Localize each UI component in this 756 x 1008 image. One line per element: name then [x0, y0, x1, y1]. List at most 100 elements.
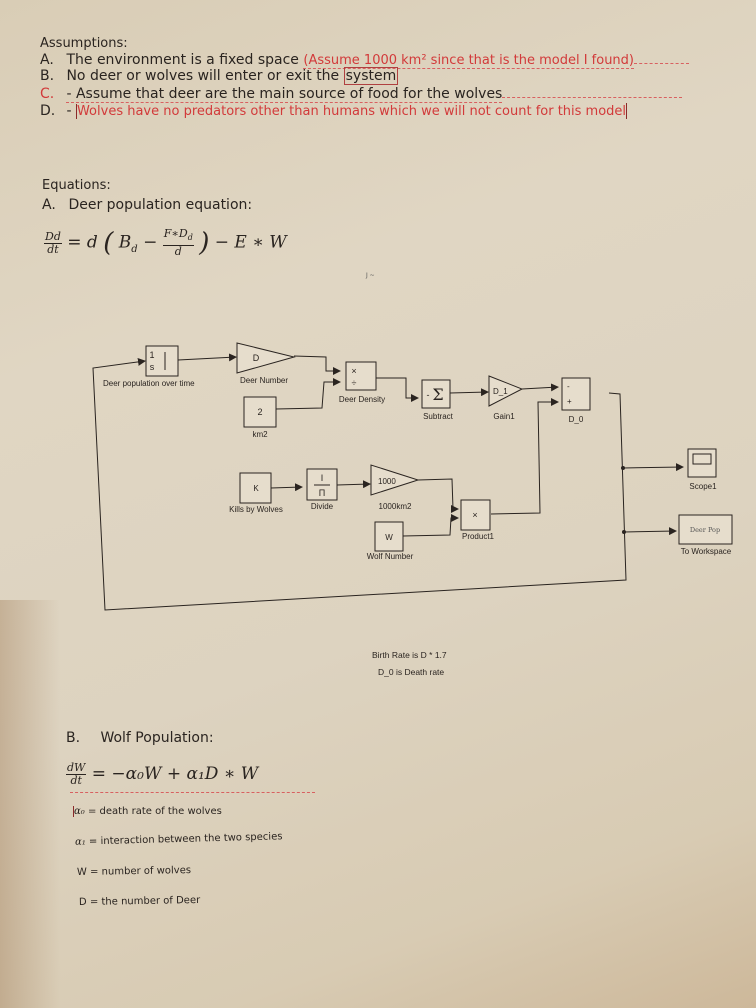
subtract-block[interactable] [421, 379, 451, 409]
assumption-b: B. No deer or wolves will enter or exit … [40, 67, 399, 85]
scope1-label: Scope1 [689, 482, 717, 491]
assumption-c: C. - Assume that deer are the main sourc… [40, 86, 683, 103]
wire [293, 355, 341, 375]
equation-label: A. [42, 197, 56, 213]
gain1-block[interactable] [488, 375, 524, 407]
feedback-wire [92, 357, 627, 611]
definition-symbol: D [78, 896, 87, 909]
wire [449, 388, 489, 397]
deer-equation-title: A. Deer population equation: [42, 197, 252, 213]
numerator: Dd [44, 229, 62, 244]
integrator-block[interactable] [145, 345, 179, 377]
kills-label: Kills by Wolves [229, 505, 283, 514]
simulink-diagram: 1 s D 2 × ÷ - Σ D_1 - + K I Π 1000 × W D… [92, 342, 733, 611]
definition-alpha1: α₁ = interaction between the two species [75, 831, 283, 847]
integrator-den: s [150, 362, 155, 372]
deer-density-in2: ÷ [352, 378, 357, 388]
b-sub: d [131, 243, 138, 255]
wolf-number-block[interactable] [374, 521, 404, 552]
d0-in1: - [567, 382, 570, 391]
deer-number-label: Deer Number [240, 376, 288, 385]
definition-alpha0: α₀ = death rate of the wolves [73, 806, 222, 817]
minus: − [143, 232, 158, 253]
to-workspace-text: Deer Pop [690, 526, 720, 534]
divide-den: Π [319, 488, 326, 498]
numerator: dW [66, 761, 87, 775]
divide-label: Divide [311, 502, 334, 511]
branch-point [622, 530, 626, 534]
denominator: d [174, 244, 182, 258]
assumption-text: Wolves have no predators other than huma… [75, 104, 627, 119]
paren-open: ( [103, 228, 114, 258]
deer-density-in1: × [351, 366, 356, 376]
to-workspace-block[interactable] [678, 514, 733, 545]
deer-density-block[interactable] [345, 361, 377, 391]
definition-text: = interaction between the two species [88, 831, 283, 848]
branch-point [621, 466, 625, 470]
death-rate-note: D_0 is Death rate [378, 667, 445, 677]
d0-label: D_0 [569, 415, 584, 424]
wolf-equation-title: B. Wolf Population: [66, 730, 214, 746]
scope1-block[interactable] [687, 448, 717, 478]
kills-constant-block[interactable] [239, 472, 272, 504]
definition-text: = the number of Deer [89, 894, 201, 908]
numerator-sub: d [187, 233, 193, 243]
d0-block[interactable] [561, 377, 591, 411]
gain1-text: D_1 [493, 387, 508, 396]
definition-w: W = number of wolves [77, 865, 191, 878]
to-workspace-label: To Workspace [681, 547, 732, 556]
wire [375, 377, 419, 402]
page-shadow [0, 600, 60, 1008]
equation-tail: − E ∗ W [214, 232, 287, 253]
definition-symbol: α₁ [74, 836, 86, 848]
gain1-label: Gain1 [493, 412, 515, 421]
divide-num: I [321, 473, 324, 483]
wire-to-workspace [623, 527, 677, 536]
assumption-note: (Assume 1000 km² since that is the model… [303, 53, 634, 69]
stray-mark: J ~ [366, 272, 375, 279]
km2-constant-block[interactable] [243, 396, 277, 428]
denominator: dt [70, 774, 82, 787]
wire [490, 398, 559, 515]
b-term: B [118, 232, 132, 253]
wire [521, 383, 559, 392]
definition-symbol: W [76, 866, 87, 878]
wire [336, 480, 371, 489]
wolf-number-text: W [385, 533, 393, 542]
definition-symbol: α₀ [73, 806, 85, 817]
equations-heading: Equations: [42, 178, 111, 193]
gain-1000-block[interactable] [370, 464, 420, 496]
assumption-prefix: - [66, 103, 72, 119]
dashed-underline [70, 792, 315, 793]
assumption-d: D. - Wolves have no predators other than… [40, 103, 628, 119]
deer-number-gain[interactable] [236, 342, 296, 374]
deer-density-label: Deer Density [339, 395, 385, 404]
km2-label: km2 [252, 430, 268, 439]
product1-block[interactable] [460, 499, 491, 531]
product1-label: Product1 [462, 532, 495, 541]
deer-number-text: D [253, 353, 260, 363]
wolf-number-label: Wolf Number [367, 552, 414, 561]
product1-text: × [472, 510, 477, 520]
paren-close: ) [199, 228, 210, 258]
dashed-underline [634, 63, 689, 64]
assumption-label: C. [40, 86, 55, 102]
assumption-highlight: system [343, 67, 399, 85]
numerator: F∗D [163, 227, 188, 241]
dashed-underline [502, 97, 683, 98]
denominator: dt [47, 242, 59, 256]
equation-rhs: = −α₀W + α₁D ∗ W [91, 764, 259, 784]
d0-in2: + [567, 397, 572, 406]
assumption-label: A. [40, 52, 54, 68]
wire [402, 514, 459, 537]
assumption-a: A. The environment is a fixed space (Ass… [40, 52, 689, 69]
lhs-fraction: Dd dt [44, 229, 62, 256]
assumption-label: D. [40, 103, 56, 119]
wire-to-scope [622, 463, 684, 472]
equals-d: = d [67, 232, 98, 253]
equation-label: B. [66, 730, 81, 746]
assumptions-heading: Assumptions: [40, 36, 128, 51]
subtract-label: Subtract [423, 412, 454, 421]
km2-text: 2 [257, 407, 262, 417]
assumption-text: The environment is a fixed space [66, 52, 299, 68]
